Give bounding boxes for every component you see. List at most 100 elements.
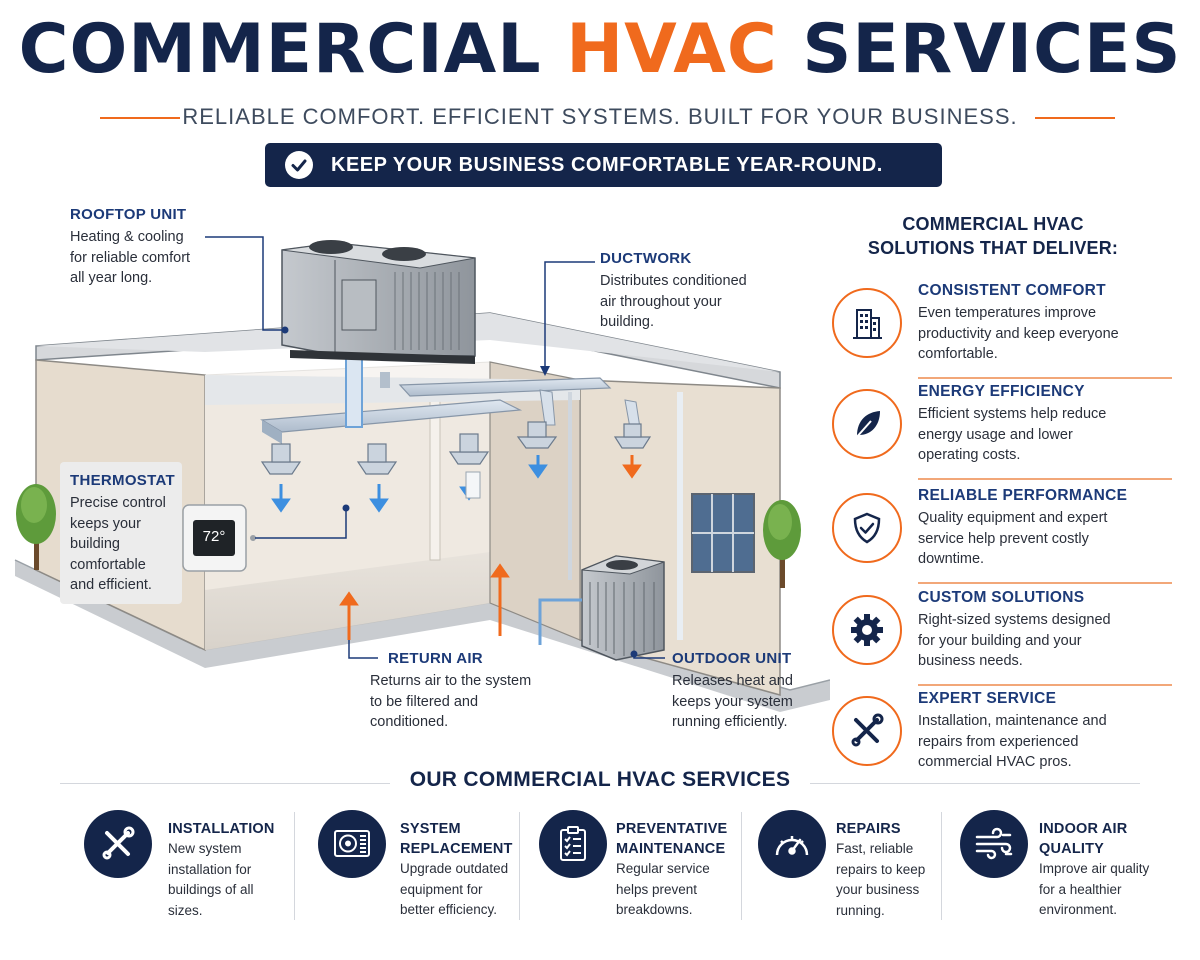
benefit-divider <box>918 582 1172 584</box>
service-text: Fast, reliable repairs to keep your busi… <box>836 839 925 921</box>
service-text: Improve air quality for a healthier envi… <box>1039 859 1149 921</box>
checkmark-icon <box>285 151 313 179</box>
benefit-line: comfortable. <box>918 346 998 362</box>
callout-ductwork-title: DUCTWORK <box>600 250 692 267</box>
benefits-title-line: COMMERCIAL HVAC <box>902 214 1084 234</box>
callout-line: Distributes conditioned <box>600 273 747 289</box>
service-line: running. <box>836 902 885 918</box>
service-line: Fast, reliable <box>836 841 914 856</box>
service-title: INDOOR AIR QUALITY <box>1039 819 1127 859</box>
callout-outdoor-title: OUTDOOR UNIT <box>672 650 792 667</box>
gauge-icon <box>758 810 826 878</box>
callout-outdoor-text: Releases heat and keeps your system runn… <box>672 671 832 733</box>
services-title: OUR COMMERCIAL HVAC SERVICES <box>409 768 791 791</box>
service-title-line: PREVENTATIVE <box>616 821 728 837</box>
service-line: Regular service <box>616 861 710 876</box>
callout-thermostat-text: Precise control keeps your building comf… <box>70 493 185 596</box>
title-part1: COMMERCIAL <box>18 10 567 89</box>
service-line: for a healthier <box>1039 881 1122 897</box>
service-line: repairs to keep <box>836 861 926 877</box>
benefit-line: service help prevent costly <box>918 530 1089 547</box>
benefit-line: commercial HVAC pros. <box>918 754 1072 770</box>
outdoor-unit <box>538 555 665 661</box>
callout-line: for reliable comfort <box>70 249 191 266</box>
benefit-line: Even temperatures improve <box>918 305 1097 321</box>
callout-thermostat-title: THERMOSTAT <box>70 472 175 489</box>
callout-outdoor: OUTDOOR UNIT Releases heat and keeps you… <box>672 650 832 733</box>
service-title: REPAIRS <box>836 819 901 839</box>
benefit-title: RELIABLE PERFORMANCE <box>918 487 1128 504</box>
benefit-line: Installation, maintenance and <box>918 713 1107 729</box>
callout-line: comfortable <box>70 556 146 573</box>
callout-return-air-title: RETURN AIR <box>388 650 483 667</box>
callout-line: keeps your system <box>672 693 793 710</box>
service-text: Regular service helps prevent breakdowns… <box>616 859 710 921</box>
callout-rooftop: ROOFTOP UNIT Heating & cooling for relia… <box>70 206 240 289</box>
benefit-title: ENERGY EFFICIENCY <box>918 383 1085 400</box>
callout-rooftop-text: Heating & cooling for reliable comfort a… <box>70 227 240 289</box>
callout-line: running efficiently. <box>672 714 788 730</box>
service-line: breakdowns. <box>616 902 693 917</box>
rooftop-unit <box>281 240 476 364</box>
callout-line: conditioned. <box>370 714 449 730</box>
benefit-text: Even temperatures improve productivity a… <box>918 303 1158 365</box>
benefit-text: Quality equipment and expert service hel… <box>918 508 1158 570</box>
benefit-line: Quality equipment and expert <box>918 510 1108 526</box>
thermostat-card <box>60 462 182 604</box>
benefit-title: EXPERT SERVICE <box>918 690 1057 707</box>
service-line: buildings of all <box>168 882 254 897</box>
callout-line: to be filtered and <box>370 693 479 710</box>
callout-line: keeps your <box>70 515 141 532</box>
callout-line: Releases heat and <box>672 673 793 689</box>
thermostat-display: 72° <box>202 528 226 545</box>
service-text: New system installation for buildings of… <box>168 839 254 921</box>
benefit-line: repairs from experienced <box>918 733 1079 750</box>
callout-line: building <box>70 536 120 552</box>
subtitle-rule-right <box>1035 117 1115 119</box>
service-divider <box>294 812 295 920</box>
benefit-consistent-comfort: CONSISTENT COMFORT Even temperatures imp… <box>832 282 1172 382</box>
benefit-text: Efficient systems help reduce energy usa… <box>918 404 1158 466</box>
service-line: equipment for <box>400 881 483 897</box>
benefit-title: CUSTOM SOLUTIONS <box>918 589 1085 606</box>
callout-rooftop-title: ROOFTOP UNIT <box>70 206 187 223</box>
benefit-line: Efficient systems help reduce <box>918 406 1107 422</box>
benefit-title: CONSISTENT COMFORT <box>918 282 1106 299</box>
service-line: sizes. <box>168 902 203 918</box>
benefit-line: productivity and keep everyone <box>918 325 1119 342</box>
benefit-divider <box>918 684 1172 686</box>
benefit-text: Installation, maintenance and repairs fr… <box>918 711 1158 773</box>
service-installation: INSTALLATION New system installation for… <box>84 810 284 930</box>
subtitle-rule-left <box>100 117 180 119</box>
service-title-line: SYSTEM <box>400 821 461 837</box>
services-header: OUR COMMERCIAL HVAC SERVICES <box>60 768 1140 798</box>
service-title-line: INSTALLATION <box>168 821 275 837</box>
service-line: Upgrade outdated <box>400 861 509 876</box>
clipboard-icon <box>539 810 607 878</box>
benefit-text: Right-sized systems designed for your bu… <box>918 610 1158 672</box>
service-text: Upgrade outdated equipment for better ef… <box>400 859 508 921</box>
service-line: installation for <box>168 861 252 877</box>
service-title-line: REPAIRS <box>836 821 901 837</box>
ac-unit-icon <box>318 810 386 878</box>
service-divider <box>941 812 942 920</box>
callout-return-air: RETURN AIR Returns air to the system to … <box>370 650 570 733</box>
callout-thermostat: THERMOSTAT Precise control keeps your bu… <box>70 472 185 596</box>
service-line: environment. <box>1039 902 1118 917</box>
service-title: PREVENTATIVE MAINTENANCE <box>616 819 727 859</box>
benefits-title: COMMERCIAL HVAC SOLUTIONS THAT DELIVER: <box>848 212 1138 260</box>
service-divider <box>519 812 520 920</box>
service-title-line: INDOOR AIR <box>1039 821 1128 837</box>
service-line: your business <box>836 882 920 897</box>
service-title-line: QUALITY <box>1039 841 1105 857</box>
service-line: Improve air quality <box>1039 861 1150 876</box>
benefit-line: operating costs. <box>918 447 1021 463</box>
service-line: better efficiency. <box>400 902 498 917</box>
service-indoor-air-quality: INDOOR AIR QUALITY Improve air quality f… <box>960 810 1175 930</box>
benefit-line: energy usage and lower <box>918 426 1073 443</box>
subtitle-row: RELIABLE COMFORT. EFFICIENT SYSTEMS. BUI… <box>0 100 1200 136</box>
benefits-title-line: SOLUTIONS THAT DELIVER: <box>867 238 1119 258</box>
service-line: New system <box>168 841 242 856</box>
service-system-replacement: SYSTEM REPLACEMENT Upgrade outdated equi… <box>318 810 518 930</box>
callout-line: Returns air to the system <box>370 673 532 689</box>
